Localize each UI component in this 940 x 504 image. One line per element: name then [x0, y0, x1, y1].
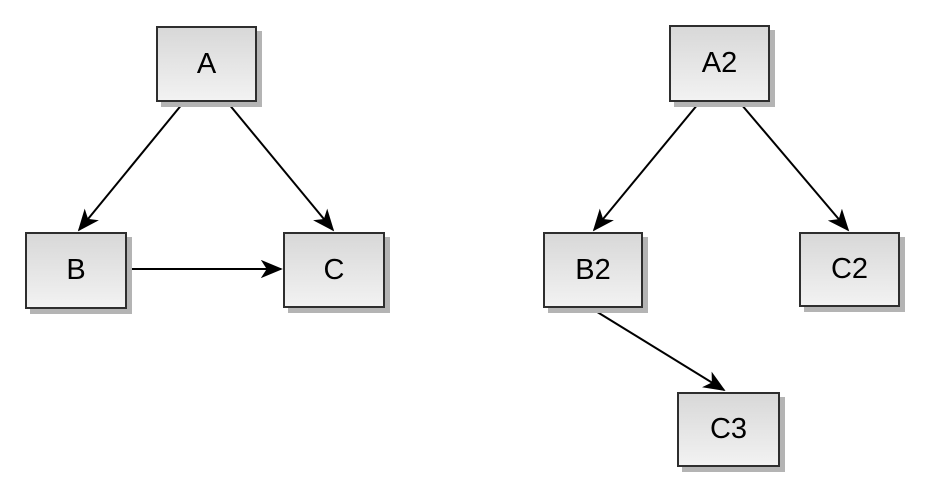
node-B[interactable]: B	[25, 232, 127, 309]
node-label: A2	[701, 47, 738, 79]
node-label: C2	[830, 253, 869, 285]
edge-B2-C3[interactable]	[593, 309, 726, 391]
node-C3[interactable]: C3	[677, 392, 780, 467]
edge-A-B[interactable]	[77, 102, 184, 232]
node-A2[interactable]: A2	[669, 25, 770, 102]
node-label: C	[323, 253, 345, 286]
node-C[interactable]: C	[283, 232, 385, 308]
node-label: A	[196, 47, 217, 80]
node-C2[interactable]: C2	[799, 232, 900, 307]
edge-A2-C2[interactable]	[740, 103, 850, 232]
node-label: C3	[709, 413, 748, 445]
edge-A2-B2[interactable]	[592, 103, 699, 232]
node-B2[interactable]: B2	[543, 232, 643, 308]
node-label: B2	[575, 253, 611, 286]
edge-A-C[interactable]	[227, 102, 335, 232]
node-label: B	[66, 254, 86, 286]
node-A[interactable]: A	[156, 26, 257, 102]
